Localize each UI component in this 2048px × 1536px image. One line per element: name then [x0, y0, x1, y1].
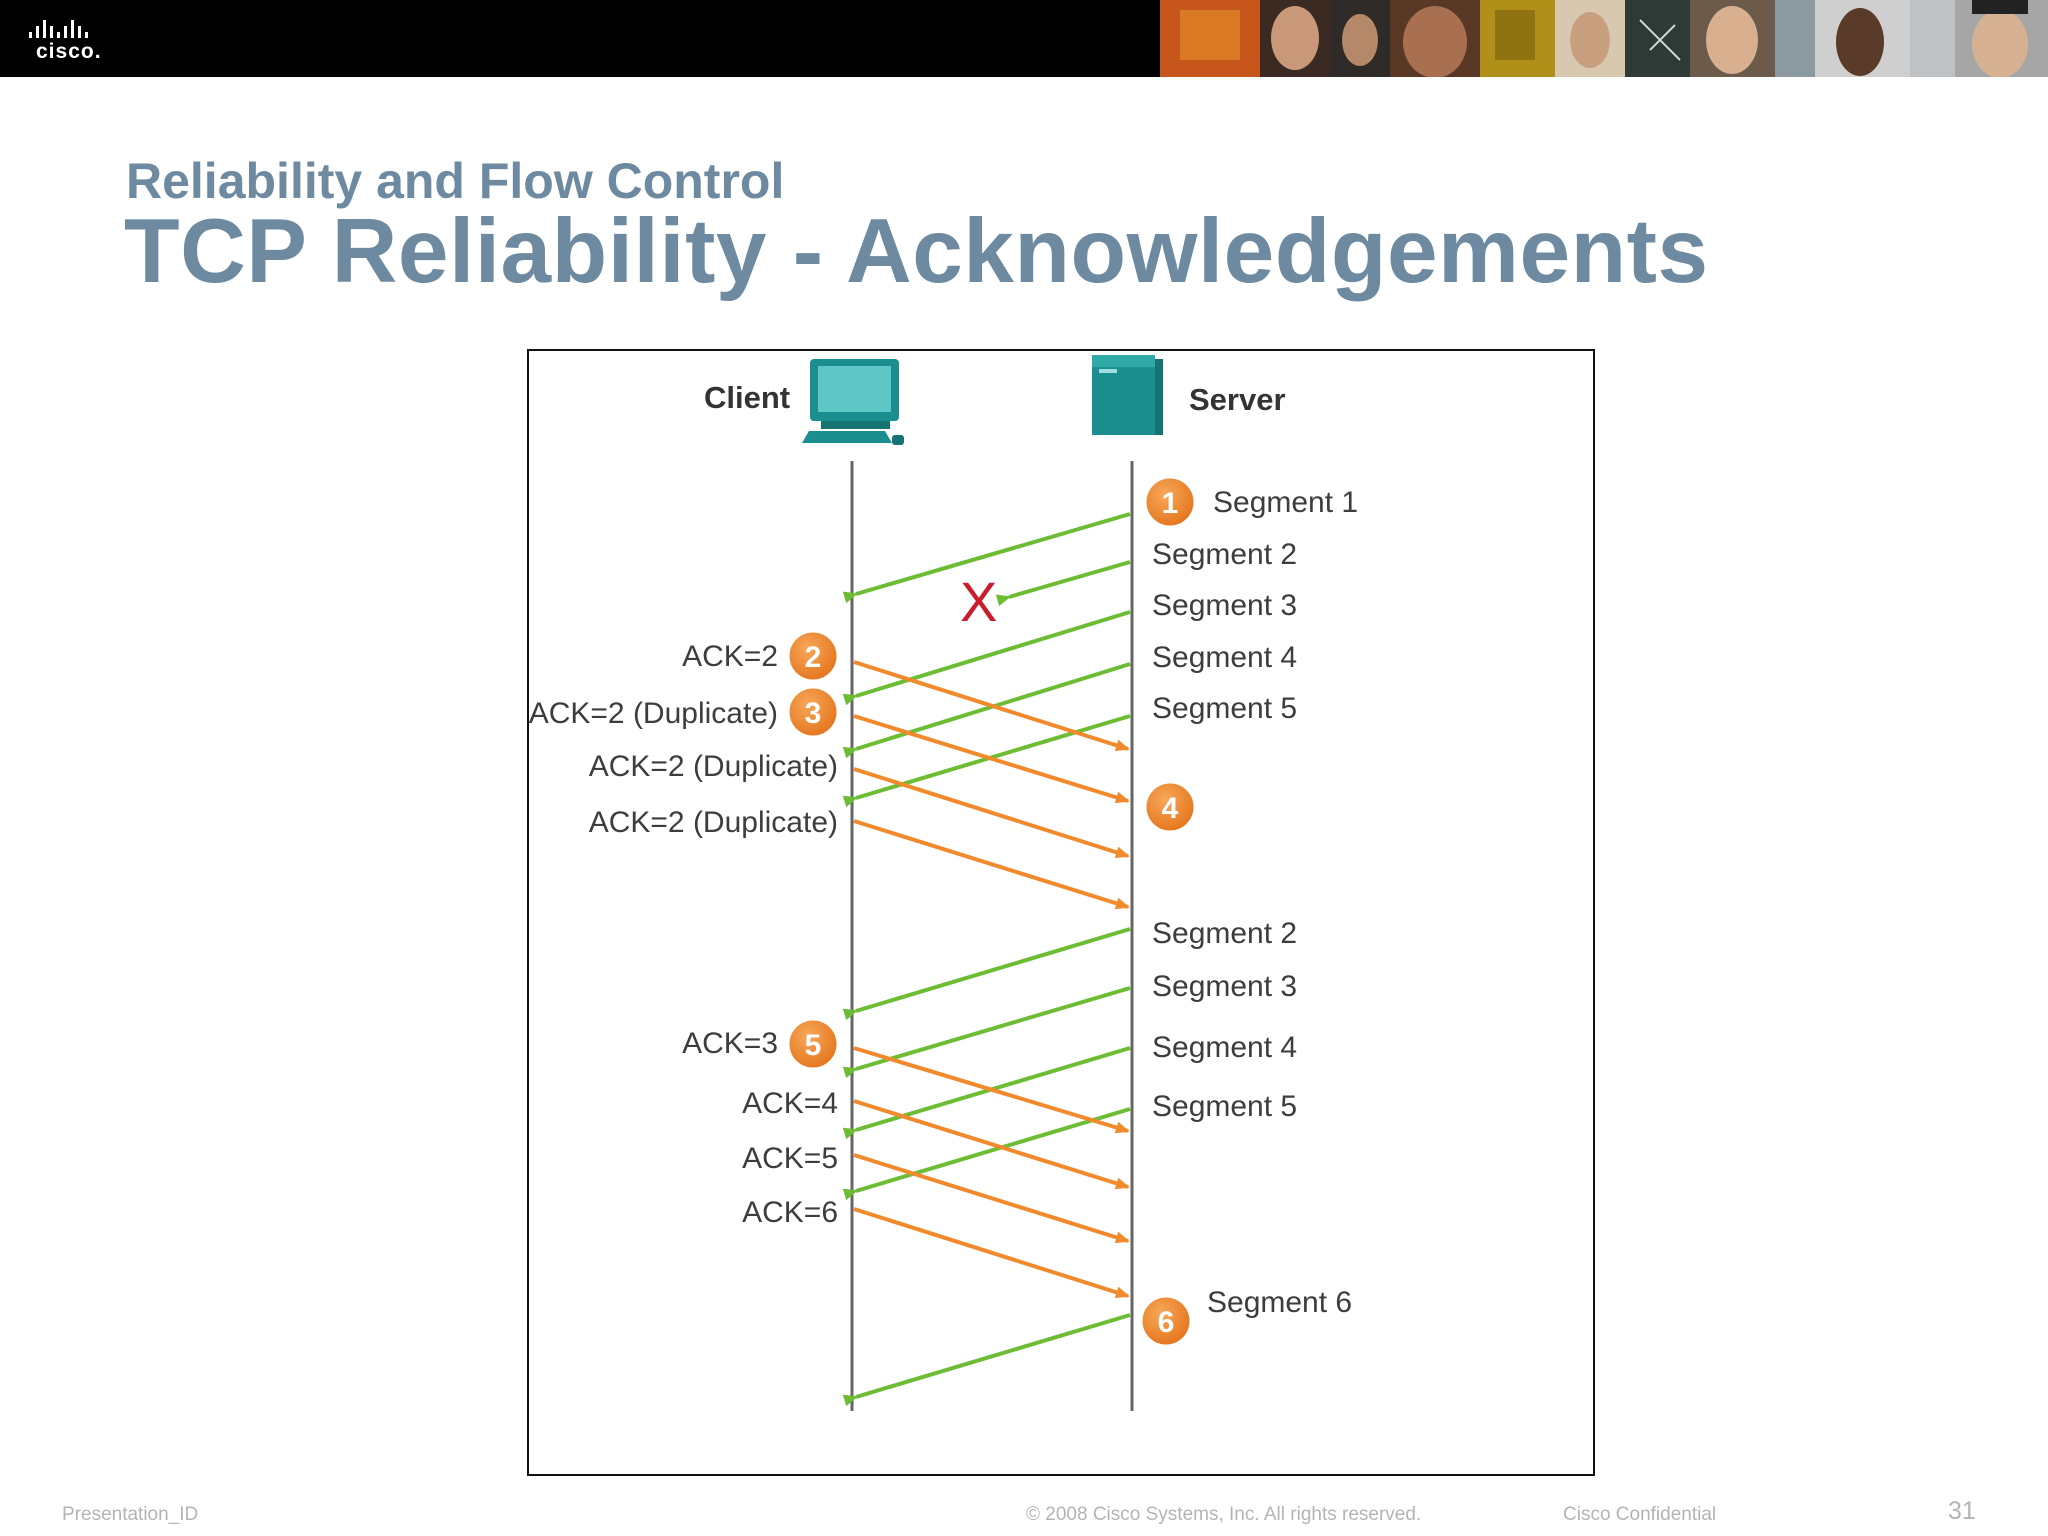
step-badge: 1	[1143, 475, 1197, 529]
ack-arrow	[853, 819, 1130, 910]
segment-label: Segment 6	[1207, 1286, 1352, 1319]
ack-label: ACK=2 (Duplicate)	[589, 806, 838, 839]
step-badge-number: 4	[1162, 792, 1179, 825]
top-banner: cisco.	[0, 0, 2048, 77]
step-badge-number: 5	[805, 1029, 822, 1062]
segment-label: Segment 4	[1152, 1031, 1297, 1064]
ack-label: ACK=4	[742, 1087, 838, 1120]
ack-label: ACK=2	[682, 640, 778, 673]
photo-collage-image	[1160, 0, 2048, 77]
computer-icon	[802, 359, 904, 445]
segment-arrow	[842, 610, 1131, 706]
segment-arrow	[842, 986, 1131, 1079]
segment-label: Segment 5	[1152, 692, 1297, 725]
segment-arrow	[842, 1313, 1131, 1407]
tcp-ack-diagram: Client Server	[527, 349, 1595, 1476]
step-badge: 2	[786, 629, 840, 683]
footer-confidential: Cisco Confidential	[1563, 1504, 1717, 1525]
cisco-logo-text: cisco.	[36, 40, 102, 63]
footer-presentation-id: Presentation_ID	[62, 1504, 199, 1525]
step-badge-number: 2	[805, 641, 822, 674]
step-badge: 6	[1139, 1294, 1193, 1348]
server-icon	[1092, 355, 1163, 435]
ack-label: ACK=6	[742, 1196, 838, 1229]
sequence-diagram-canvas: Client Server	[529, 355, 1358, 1411]
segment-label: Segment 2	[1152, 538, 1297, 571]
step-badge-number: 6	[1158, 1306, 1175, 1339]
step-badge: 4	[1143, 780, 1197, 834]
segment-label: Segment 5	[1152, 1090, 1297, 1123]
step-badge: 3	[786, 685, 840, 739]
ack-arrow	[853, 660, 1130, 752]
segment-label: Segment 1	[1213, 486, 1358, 519]
ack-arrow	[853, 1099, 1130, 1190]
segment-arrow-lost	[995, 560, 1131, 607]
ack-arrow	[853, 1046, 1130, 1134]
segment-label: Segment 4	[1152, 641, 1297, 674]
segment-arrow	[842, 1107, 1131, 1201]
segment-label: Segment 3	[1152, 970, 1297, 1003]
segment-arrow	[842, 927, 1131, 1021]
client-label: Client	[704, 380, 790, 415]
ack-label: ACK=2 (Duplicate)	[589, 750, 838, 783]
slide-title: TCP Reliability - Acknowledgements	[124, 201, 1709, 302]
slide-subtitle: Reliability and Flow Control	[126, 153, 785, 209]
segment-label: Segment 3	[1152, 589, 1297, 622]
ack-arrow	[853, 767, 1130, 859]
server-label: Server	[1189, 382, 1286, 417]
ack-arrow	[853, 714, 1130, 804]
step-badge-number: 1	[1162, 487, 1179, 520]
footer-copyright: © 2008 Cisco Systems, Inc. All rights re…	[1026, 1504, 1422, 1525]
step-badge-number: 3	[805, 697, 822, 730]
ack-arrow	[853, 1153, 1130, 1244]
ack-arrow	[853, 1207, 1130, 1299]
ack-label: ACK=5	[742, 1142, 838, 1175]
ack-label: ACK=2 (Duplicate)	[529, 697, 778, 730]
cisco-logo-icon	[29, 20, 88, 38]
lost-segment-marker: X	[960, 570, 997, 633]
segment-arrow	[842, 512, 1131, 604]
segment-label: Segment 2	[1152, 917, 1297, 950]
ack-label: ACK=3	[682, 1027, 778, 1060]
step-badge: 5	[786, 1017, 840, 1071]
page-number: 31	[1948, 1497, 1976, 1525]
